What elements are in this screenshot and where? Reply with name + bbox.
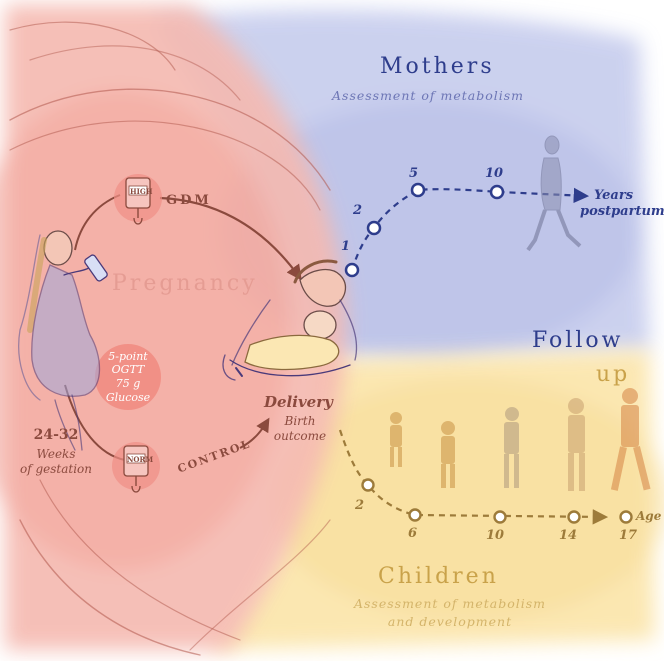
- mothers-tp-1: 1: [341, 239, 350, 254]
- weeks-line2: of gestation: [14, 462, 98, 476]
- high-tag: HIGH: [130, 187, 152, 196]
- mothers-subtitle: Assessment of metabolism: [332, 88, 524, 103]
- children-tp-2: 2: [355, 498, 364, 513]
- children-node-17: [621, 512, 632, 523]
- follow-up-line1: Follow: [532, 328, 623, 353]
- mothers-title: Mothers: [380, 54, 495, 79]
- weeks-line1: Weeks: [26, 447, 86, 461]
- delivery-title: Delivery: [264, 393, 333, 411]
- children-node-2: [363, 480, 374, 491]
- children-tp-14: 14: [559, 528, 577, 543]
- gdm-label: GDM: [166, 193, 212, 208]
- delivery-line1: Birth: [270, 414, 330, 428]
- mothers-tp-2: 2: [353, 203, 362, 218]
- pregnancy-title: Pregnancy: [112, 271, 258, 296]
- ogtt-line1: 5-point: [96, 350, 160, 363]
- delivery-line2: outcome: [270, 429, 330, 443]
- children-subtitle-2: and development: [320, 614, 580, 629]
- mothers-axis-label-years: Years: [594, 188, 633, 203]
- children-tp-10: 10: [486, 528, 504, 543]
- mothers-node-2: [368, 222, 380, 234]
- children-title: Children: [378, 564, 499, 589]
- mothers-tp-5: 5: [409, 166, 418, 181]
- mothers-node-1: [346, 264, 358, 276]
- ogtt-line4: Glucose: [96, 391, 160, 404]
- ogtt-line2: OGTT: [96, 363, 160, 376]
- ogtt-line3: 75 g: [96, 377, 160, 390]
- follow-up-line2: up: [596, 362, 630, 387]
- children-node-10: [495, 512, 506, 523]
- children-tp-17: 17: [619, 528, 637, 543]
- children-axis-label: Age: [636, 509, 661, 523]
- mothers-axis-label-postpartum: postpartum: [580, 204, 664, 219]
- children-subtitle-1: Assessment of metabolism: [320, 596, 580, 611]
- children-node-14: [569, 512, 580, 523]
- children-tp-6: 6: [408, 526, 417, 541]
- mothers-tp-10: 10: [485, 166, 503, 181]
- norm-tag: NORM: [127, 455, 153, 464]
- mothers-node-10: [491, 186, 503, 198]
- children-node-6: [410, 510, 421, 521]
- weeks-range: 24-32: [26, 427, 86, 443]
- mothers-node-5: [412, 184, 424, 196]
